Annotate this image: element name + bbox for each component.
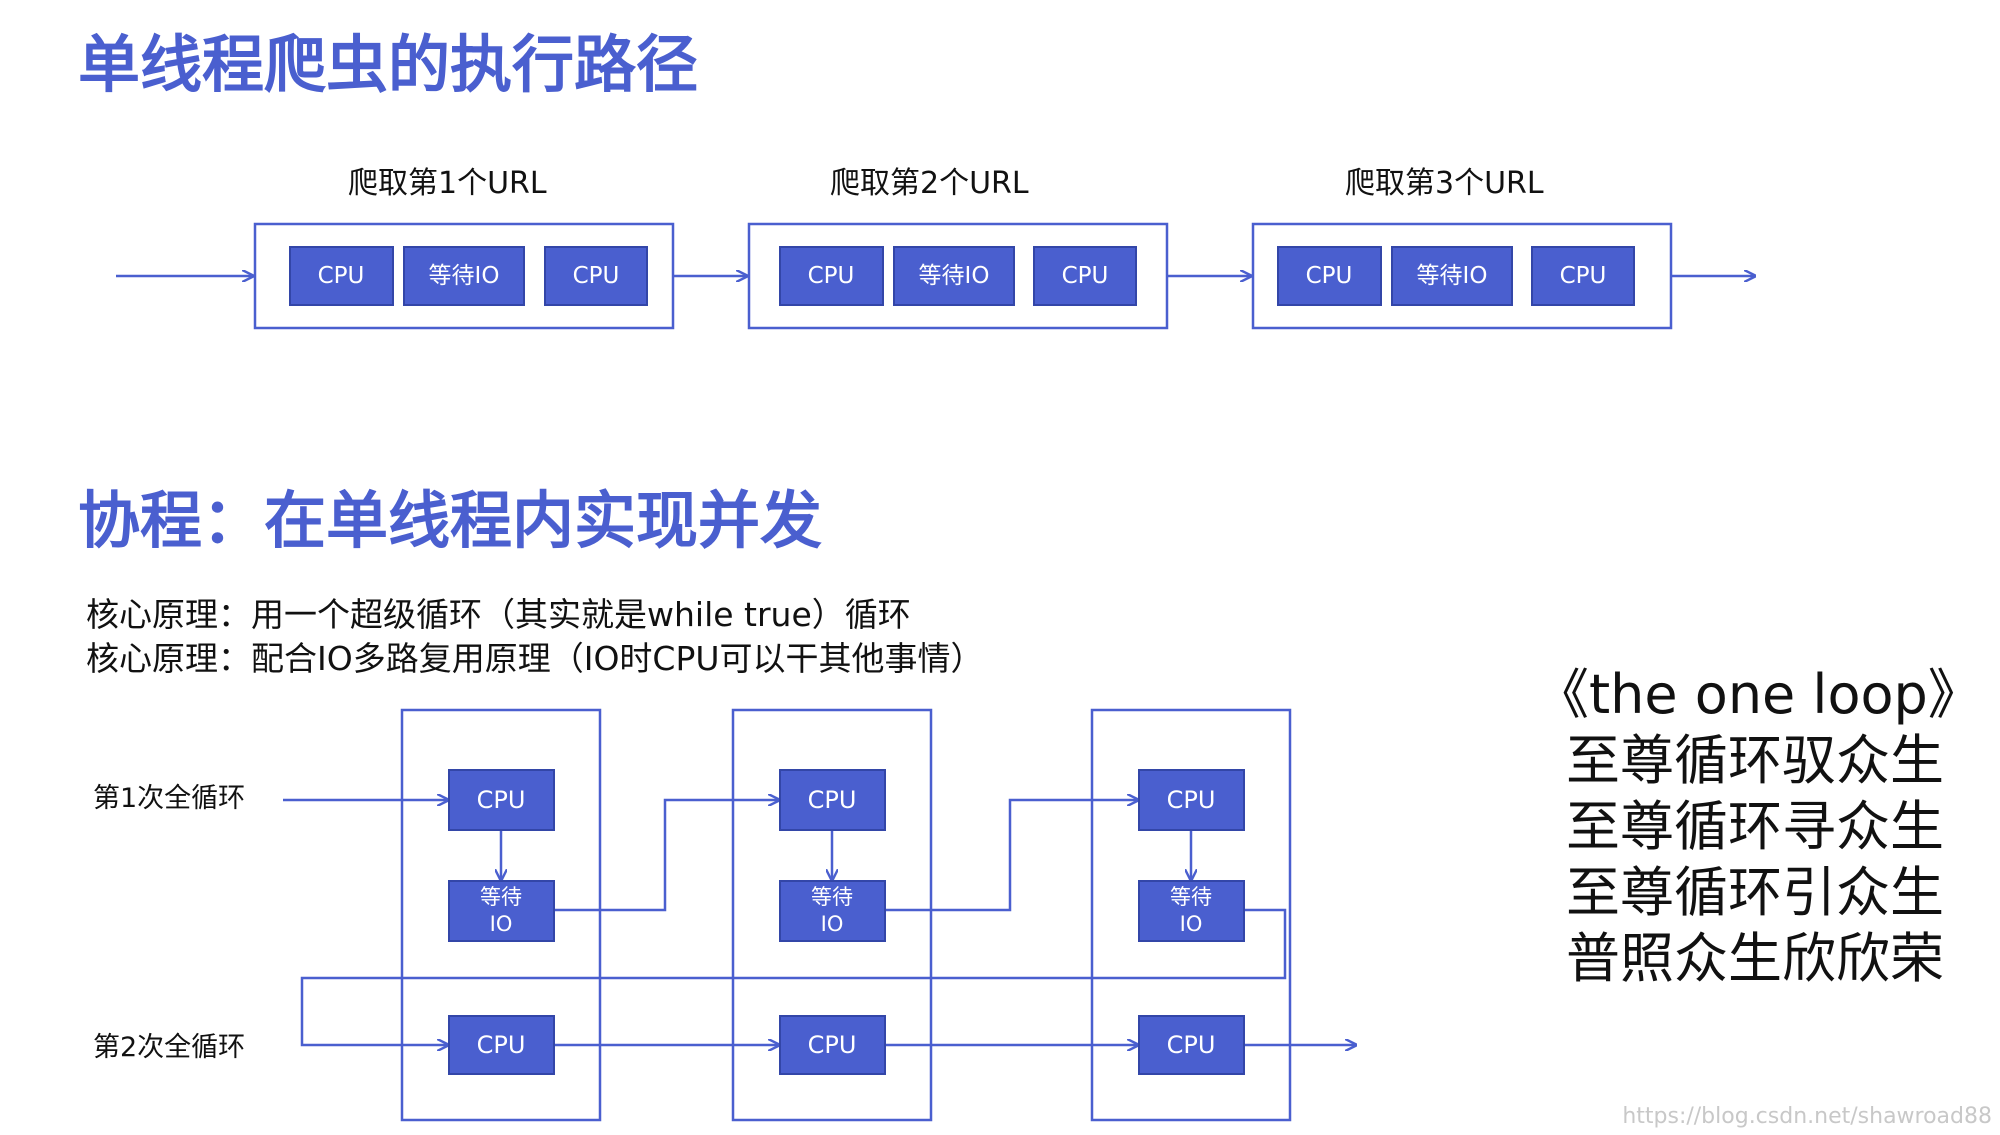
loop-label-2: 第2次全循环 <box>93 1032 246 1063</box>
task2-io-block <box>779 880 886 942</box>
step3-cpu-b-text: CPU <box>1560 263 1607 289</box>
poem: 《the one loop》 至尊循环驭众生 至尊循环寻众生 至尊循环引众生 普… <box>1535 662 1982 992</box>
step3-cpu-a-text: CPU <box>1306 263 1353 289</box>
step3-block-cpu-a <box>1277 246 1382 306</box>
step-label-2: 爬取第2个URL <box>830 166 1029 201</box>
task-column-3 <box>1090 708 1292 1122</box>
step3-wait-text: 等待IO <box>1417 263 1488 289</box>
poem-line-2: 至尊循环驭众生 <box>1566 729 1944 792</box>
task1-cpu-text: CPU <box>477 786 526 814</box>
poem-line-3: 至尊循环寻众生 <box>1566 795 1944 858</box>
step1-cpu-a-text: CPU <box>318 263 365 289</box>
step2-block-wait <box>893 246 1015 306</box>
task2-cpu-block <box>779 769 886 831</box>
task3-io-block <box>1138 880 1245 942</box>
step1-block-wait <box>403 246 525 306</box>
connector-io2-cpu3 <box>885 800 1138 912</box>
step1-wait-text: 等待IO <box>429 263 500 289</box>
task2-io-text-line1: 等待 <box>811 885 853 909</box>
task2-io-text-line2: IO <box>821 912 844 936</box>
step1-block-cpu-a <box>289 246 394 306</box>
task2-cpu-text: CPU <box>808 786 857 814</box>
title-single-thread: 单线程爬虫的执行路径 <box>78 28 699 101</box>
step2-block-cpu-b <box>1033 246 1137 306</box>
step2-block-cpu-a <box>779 246 884 306</box>
step1-cpu-b-text: CPU <box>573 263 620 289</box>
step2-cpu-b-text: CPU <box>1062 263 1109 289</box>
task1-cpu2-text: CPU <box>477 1031 526 1059</box>
task3-io-text-line2: IO <box>1180 912 1203 936</box>
task1-io-text-line1: 等待 <box>480 885 522 909</box>
poem-line-4: 至尊循环引众生 <box>1566 861 1944 924</box>
step-label-1: 爬取第1个URL <box>348 166 547 201</box>
task2-cpu2-block <box>779 1015 886 1075</box>
connector-loop-wrap <box>300 908 1287 1045</box>
task3-cpu2-text: CPU <box>1167 1031 1216 1059</box>
task1-io-text-line2: IO <box>490 912 513 936</box>
step3-block-cpu-b <box>1531 246 1635 306</box>
task1-io-block <box>448 880 555 942</box>
task-column-2 <box>731 708 933 1122</box>
task3-cpu-text: CPU <box>1167 786 1216 814</box>
step3-block-wait <box>1391 246 1513 306</box>
task3-cpu2-block <box>1138 1015 1245 1075</box>
task1-cpu2-block <box>448 1015 555 1075</box>
poem-line-5: 普照众生欣欣荣 <box>1566 927 1944 990</box>
title-coroutine: 协程：在单线程内实现并发 <box>78 484 823 557</box>
task3-io-text-line1: 等待 <box>1170 885 1212 909</box>
task3-cpu-block <box>1138 769 1245 831</box>
task2-cpu2-text: CPU <box>808 1031 857 1059</box>
step-label-3: 爬取第3个URL <box>1345 166 1544 201</box>
task-column-1 <box>400 708 602 1122</box>
poem-line-1: 《the one loop》 <box>1535 663 1982 726</box>
connector-io1-cpu2 <box>555 800 779 912</box>
watermark: https://blog.csdn.net/shawroad88 <box>1622 1104 1992 1129</box>
step2-wait-text: 等待IO <box>919 263 990 289</box>
task1-cpu-block <box>448 769 555 831</box>
principle-2: 核心原理：配合IO多路复用原理（IO时CPU可以干其他事情） <box>86 639 984 678</box>
step1-block-cpu-b <box>544 246 648 306</box>
loop-label-1: 第1次全循环 <box>93 783 246 814</box>
step2-cpu-a-text: CPU <box>808 263 855 289</box>
principle-1: 核心原理：用一个超级循环（其实就是while true）循环 <box>86 595 911 634</box>
